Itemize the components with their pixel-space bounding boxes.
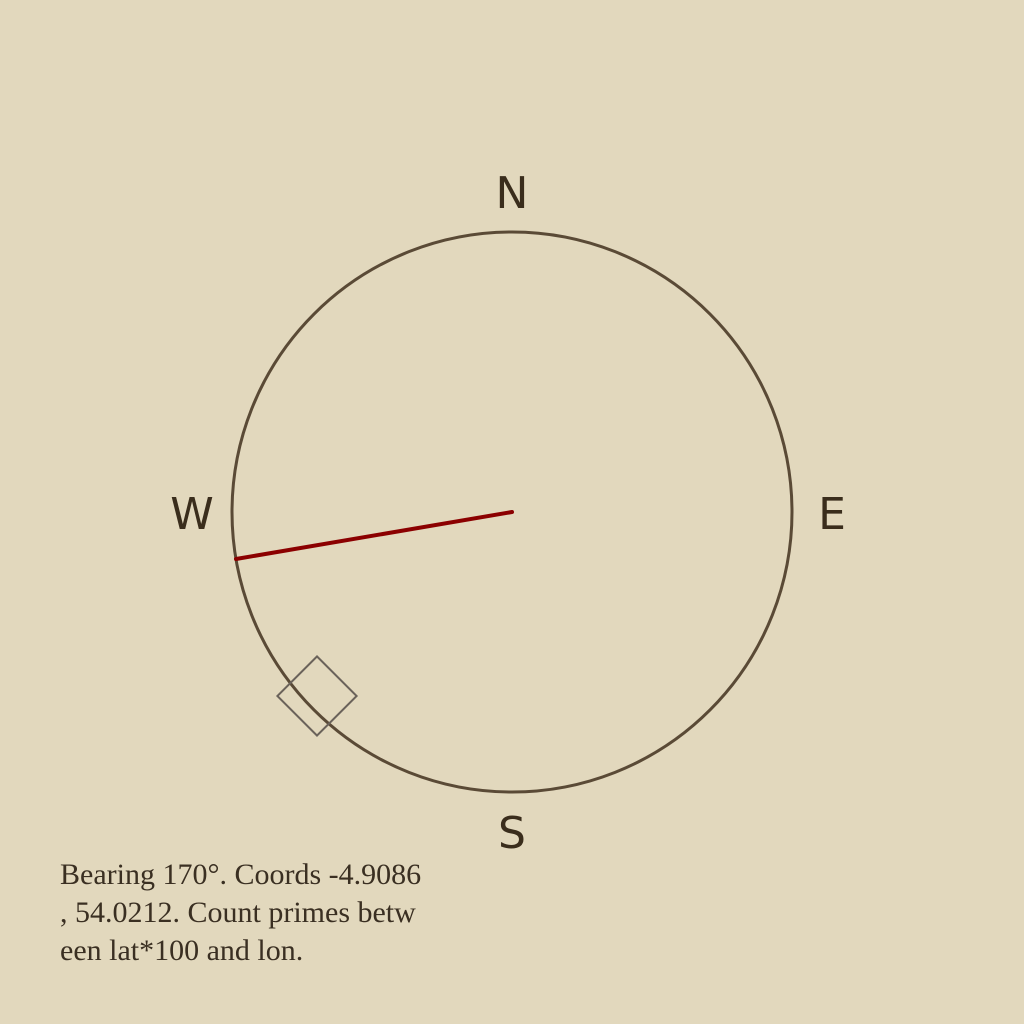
caption-line: Bearing 170°. Coords -4.9086 xyxy=(60,858,422,891)
cardinal-south-label: S xyxy=(498,808,526,859)
cardinal-east-label: E xyxy=(818,489,846,540)
bearing-needle xyxy=(234,510,514,561)
diamond-marker-icon xyxy=(275,654,359,738)
compass-ring xyxy=(230,230,794,794)
puzzle-caption: Bearing 170°. Coords -4.9086 , 54.0212. … xyxy=(60,856,460,970)
caption-line: een lat*100 and lon. xyxy=(60,934,304,967)
caption-line: , 54.0212. Count primes betw xyxy=(60,896,416,929)
cardinal-west-label: W xyxy=(170,489,214,540)
cardinal-north-label: N xyxy=(496,168,529,219)
